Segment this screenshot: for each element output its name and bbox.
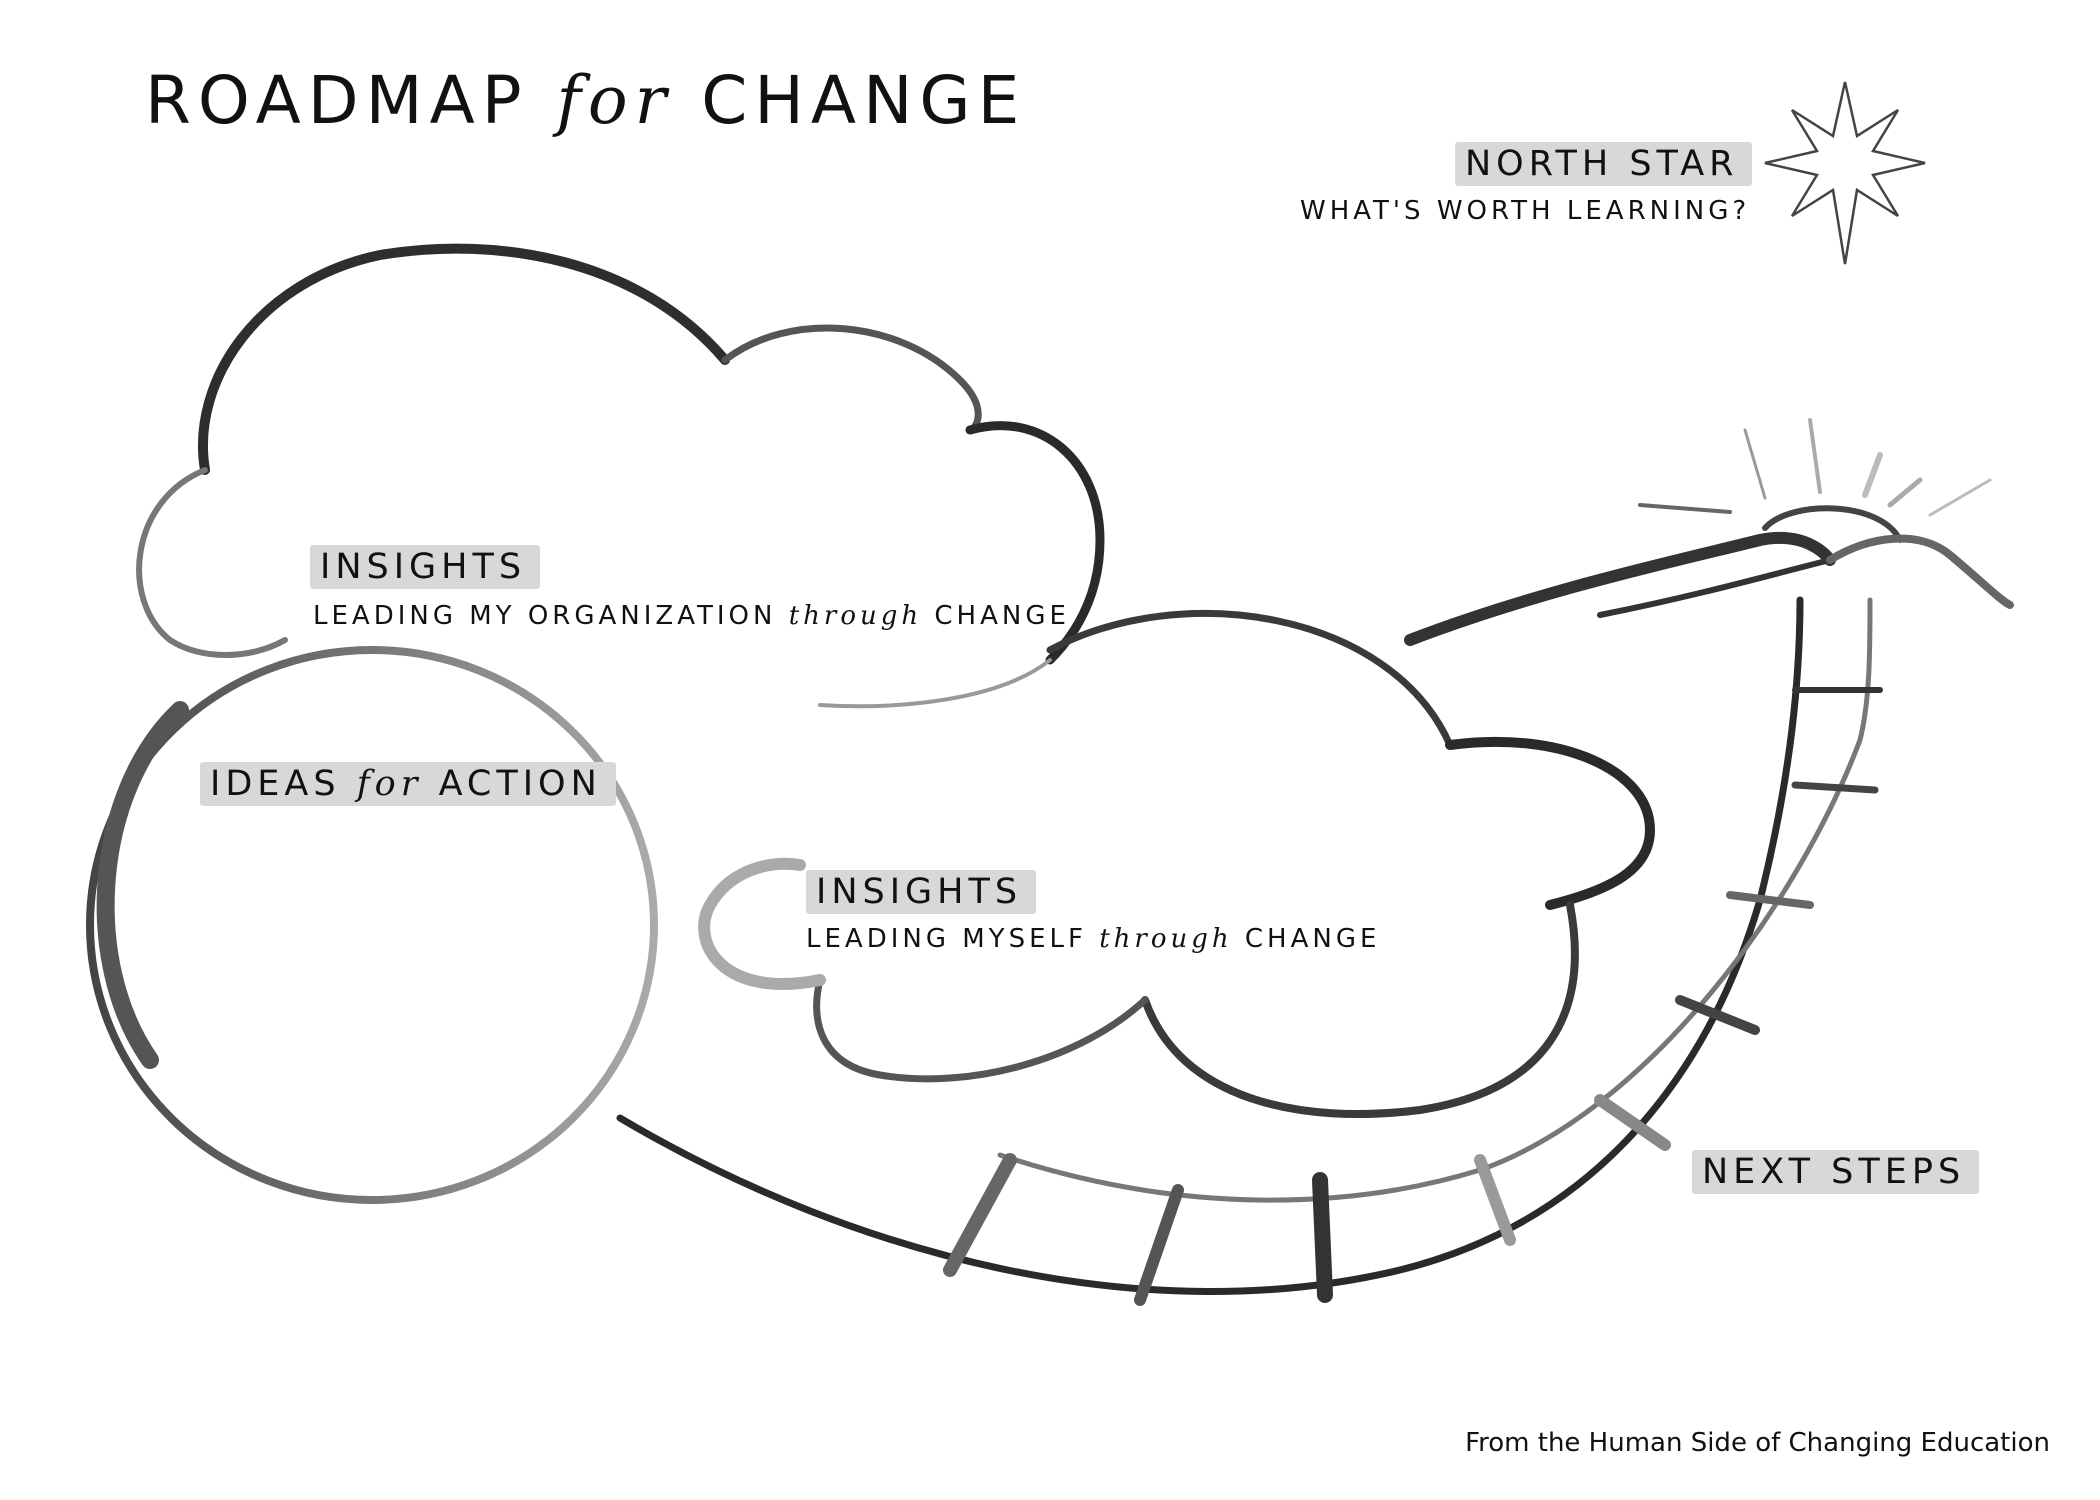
credit-line: From the Human Side of Changing Educatio…	[1465, 1428, 2050, 1458]
ideas-for-action-label: IDEAS for ACTION	[200, 762, 616, 806]
next-steps-label: NEXT STEPS	[1692, 1150, 1980, 1194]
ideas-connector: for	[356, 764, 423, 804]
north-star-label: NORTH STAR	[1455, 142, 1753, 186]
north-star-question: WHAT'S WORTH LEARNING?	[1300, 196, 1751, 226]
insights-self-subtitle: LEADING MYSELF through CHANGE	[806, 924, 1380, 954]
insights-organization-sub-connector: through	[788, 601, 923, 631]
self-cloud	[698, 609, 1656, 1118]
title-suffix: CHANGE	[701, 62, 1027, 139]
ideas-circle-shadow	[96, 701, 189, 1069]
road	[616, 596, 1883, 1306]
ideas-prefix: IDEAS	[210, 764, 341, 804]
ideas-suffix: ACTION	[438, 764, 602, 804]
insights-self-sub-connector: through	[1099, 924, 1233, 954]
insights-self-label: INSIGHTS	[806, 870, 1037, 914]
insights-organization-label: INSIGHTS	[310, 545, 541, 589]
insights-self-sub-suffix: CHANGE	[1244, 924, 1381, 954]
page-title: ROADMAP for CHANGE	[145, 62, 1026, 139]
ideas-circle	[86, 646, 658, 1204]
title-connector: for	[556, 62, 674, 139]
title-prefix: ROADMAP	[145, 62, 529, 139]
insights-organization-sub-prefix: LEADING MY ORGANIZATION	[313, 601, 777, 631]
insights-organization-subtitle: LEADING MY ORGANIZATION through CHANGE	[313, 601, 1070, 631]
star-icon	[1764, 81, 1926, 265]
organization-cloud	[136, 243, 1105, 709]
horizon	[1404, 418, 2014, 646]
insights-self-sub-prefix: LEADING MYSELF	[806, 924, 1087, 954]
insights-organization-sub-suffix: CHANGE	[934, 601, 1070, 631]
